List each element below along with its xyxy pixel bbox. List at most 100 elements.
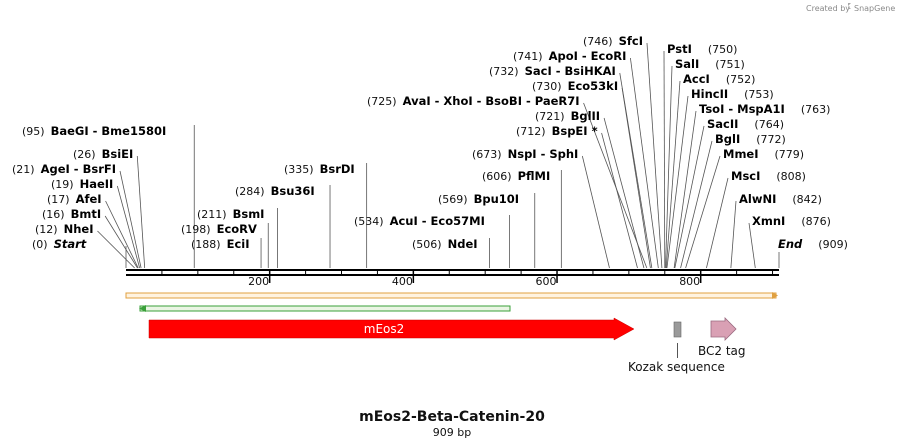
enzyme-site[interactable]: (17)AfeI — [47, 192, 102, 206]
enzyme-name: MmeI — [723, 147, 759, 161]
enzyme-site[interactable]: SacII(764) — [707, 117, 784, 131]
enzyme-connector-line — [680, 140, 713, 269]
enzyme-name: BspEI * — [552, 124, 598, 138]
enzyme-position: (842) — [792, 193, 822, 206]
enzyme-site[interactable]: (730)Eco53kI — [532, 79, 618, 93]
enzyme-connector-line — [685, 155, 721, 269]
created-by-text: Created by — [806, 4, 850, 13]
bc2-arrow — [710, 317, 737, 341]
orf-full-bar — [125, 292, 777, 299]
enzyme-name: EciI — [227, 237, 250, 251]
enzyme-name: AcuI - Eco57MI — [390, 214, 485, 228]
enzyme-name: AvaI - XhoI - BsoBI - PaeR7I — [403, 94, 580, 108]
enzyme-site[interactable]: BglI(772) — [715, 132, 786, 146]
enzyme-connector-line — [116, 185, 141, 269]
enzyme-position: (741) — [513, 50, 543, 63]
enzyme-position: (211) — [197, 208, 227, 221]
enzyme-site[interactable]: (26) BsiEI — [73, 147, 133, 161]
ruler-tick-label: 600 — [536, 275, 557, 288]
enzyme-site[interactable]: (188) EciI — [191, 237, 250, 251]
enzyme-site[interactable]: XmnI(876) — [752, 214, 831, 228]
enzyme-name: SacII — [707, 117, 738, 131]
enzyme-connector-line — [601, 132, 638, 269]
enzyme-name: XmnI — [752, 214, 785, 228]
enzyme-site[interactable]: (211)BsmI — [197, 207, 264, 221]
enzyme-site[interactable]: (712)BspEI * — [516, 124, 598, 138]
enzyme-site[interactable]: (534)AcuI - Eco57MI — [354, 214, 485, 228]
enzyme-site[interactable]: TsoI - MspA1I(763) — [699, 102, 830, 116]
enzyme-site[interactable]: (725)AvaI - XhoI - BsoBI - PaeR7I — [367, 94, 580, 108]
enzyme-connector-line — [666, 95, 689, 269]
enzyme-name: PstI — [667, 42, 692, 56]
feature-bc2[interactable]: BC2 tag — [698, 317, 746, 358]
enzyme-site[interactable]: (746)SfcI — [583, 34, 643, 48]
enzyme-name: NdeI — [448, 237, 478, 251]
enzyme-position: (16) — [42, 208, 65, 221]
feature-meos2[interactable]: mEos2 — [148, 317, 635, 341]
enzyme-connector-line — [730, 200, 737, 269]
enzyme-site[interactable]: (721)BglII — [535, 109, 600, 123]
enzyme-site[interactable]: End(909) — [778, 237, 848, 251]
enzyme-name: BsrDI — [320, 162, 355, 176]
enzyme-position: (95) — [22, 125, 45, 138]
enzyme-position: (606) — [482, 170, 512, 183]
enzyme-site[interactable]: (12)NheI — [35, 222, 93, 236]
enzyme-site[interactable]: (19)HaeII — [51, 177, 113, 191]
enzyme-site[interactable]: (606)PflMI — [482, 169, 550, 183]
feature-kozak[interactable]: Kozak sequence — [628, 321, 725, 374]
enzyme-site[interactable]: (95) BaeGI - Bme1580I — [22, 124, 166, 138]
enzyme-position: (752) — [726, 73, 756, 86]
orf-inner[interactable] — [139, 305, 511, 312]
enzyme-site[interactable]: (741) ApoI - EcoRI — [513, 49, 626, 63]
enzyme-site[interactable]: (0)Start — [32, 237, 87, 251]
enzyme-position: (284) — [235, 185, 265, 198]
enzyme-connector-line — [105, 200, 139, 269]
enzyme-site[interactable]: (673)NspI - SphI — [472, 147, 578, 161]
enzyme-site[interactable]: (335)BsrDI — [284, 162, 355, 176]
enzyme-position: (808) — [776, 170, 806, 183]
enzyme-name: BsiEI — [102, 147, 134, 161]
enzyme-name: BaeGI - Bme1580I — [51, 124, 167, 138]
enzyme-site[interactable]: (198)EcoRV — [181, 222, 257, 236]
enzyme-connector-line — [665, 80, 681, 269]
enzyme-site[interactable]: AlwNI(842) — [739, 192, 822, 206]
enzyme-site[interactable]: PstI (750) — [667, 42, 737, 56]
enzyme-site[interactable]: HincII(753) — [691, 87, 774, 101]
orf-inner-bar — [139, 305, 511, 312]
enzyme-name: NheI — [64, 222, 94, 236]
enzyme-site[interactable]: SalI(751) — [675, 57, 745, 71]
enzyme-name: SacI - BsiHKAI — [525, 64, 616, 78]
enzyme-site[interactable]: MmeI (779) — [723, 147, 804, 161]
meos2-arrow — [148, 317, 635, 341]
enzyme-name: ApoI - EcoRI — [549, 49, 627, 63]
enzyme-name: BglI — [715, 132, 740, 146]
enzyme-position: (779) — [775, 148, 805, 161]
enzyme-name: Bsu36I — [271, 184, 315, 198]
enzyme-site[interactable]: (569)Bpu10I — [438, 192, 519, 206]
enzyme-connector-line — [104, 215, 138, 269]
enzyme-position: (26) — [73, 148, 96, 161]
enzyme-site[interactable]: (16) BmtI — [42, 207, 101, 221]
ruler-tick-label: 800 — [679, 275, 700, 288]
sequence-line-top — [126, 269, 779, 271]
ruler-tick-label: 200 — [248, 275, 269, 288]
enzyme-name: End — [778, 237, 803, 251]
orf-full[interactable] — [125, 292, 778, 299]
enzyme-site[interactable]: AccI(752) — [683, 72, 755, 86]
enzyme-position: (19) — [51, 178, 74, 191]
enzyme-connector-line — [673, 110, 697, 269]
enzyme-position: (569) — [438, 193, 468, 206]
enzyme-site[interactable]: (506)NdeI — [412, 237, 478, 251]
enzyme-site[interactable]: (21)AgeI - BsrFI — [12, 162, 116, 176]
enzyme-site[interactable]: MscI(808) — [731, 169, 806, 183]
snapgene-branding: Created by SnapGene — [806, 3, 895, 13]
enzyme-position: (750) — [708, 43, 738, 56]
enzyme-site[interactable]: (284) Bsu36I — [235, 184, 315, 198]
enzyme-name: Eco53kI — [568, 79, 619, 93]
enzyme-position: (732) — [489, 65, 519, 78]
enzyme-name: BmtI — [71, 207, 102, 221]
enzyme-name: BglII — [571, 109, 601, 123]
enzyme-site[interactable]: (732) SacI - BsiHKAI — [489, 64, 616, 78]
enzyme-position: (188) — [191, 238, 221, 251]
